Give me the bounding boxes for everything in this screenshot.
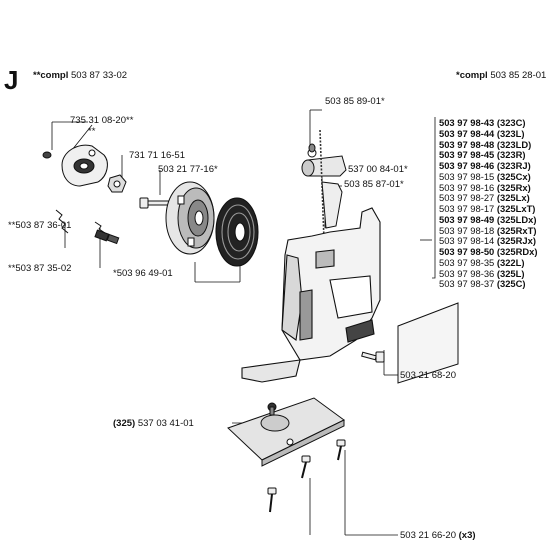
variant-row: 503 97 98-16 (325Rx)	[439, 181, 538, 194]
label-503-21-77-16: 503 21 77-16*	[158, 164, 218, 175]
variant-row: 503 97 98-37 (325C)	[439, 278, 538, 290]
variant-row: 503 97 98-15 (325Cx)	[439, 170, 538, 183]
variant-row: 503 97 98-17 (325LxT)	[439, 203, 538, 215]
variant-row: 503 97 98-35 (322L)	[439, 256, 538, 269]
variant-number: 503 97 98-36	[439, 267, 495, 279]
pawl-housing-part	[42, 144, 108, 187]
variant-number: 503 97 98-43	[439, 117, 495, 128]
variant-model: (325Lx)	[494, 192, 530, 204]
variant-model: (325RxT)	[494, 224, 537, 236]
compl-right-number: 503 85 28-01	[490, 70, 547, 81]
label-503-85-87-01: 503 85 87-01*	[344, 179, 404, 190]
variant-model: (325Cx)	[494, 170, 531, 182]
label-537-00-84-01: 537 00 84-01*	[348, 164, 408, 175]
variant-model: (323L)	[494, 127, 525, 139]
starter-housing-part	[241, 207, 381, 383]
variant-model: (323LD)	[494, 138, 532, 150]
variant-number: 503 97 98-48	[439, 138, 495, 150]
label-503-87-36-01: **503 87 36-01	[8, 220, 72, 231]
variant-list: 503 97 98-43 (323C)503 97 98-44 (323L)50…	[439, 117, 538, 290]
variant-model: (323R)	[494, 149, 526, 161]
label-2166-number: 503 21 66-20	[400, 530, 456, 541]
variant-number: 503 97 98-44	[439, 127, 495, 139]
variant-model: (325LxT)	[494, 203, 536, 214]
variant-number: 503 97 98-35	[439, 256, 495, 268]
variant-row: 503 97 98-46 (323RJ)	[439, 160, 538, 172]
variant-number: 503 97 98-49	[439, 213, 495, 225]
variant-row: 503 97 98-48 (323LD)	[439, 138, 538, 151]
plate-screws-part	[267, 439, 346, 513]
variant-row: 503 97 98-45 (323R)	[439, 149, 538, 161]
variant-number: 503 97 98-27	[439, 192, 495, 204]
variant-row: 503 97 98-50 (325RDx)	[439, 246, 538, 258]
label-325-number: 537 03 41-01	[137, 418, 194, 429]
label-503-21-68-20: 503 21 68-20	[400, 370, 456, 381]
label-503-87-35-02: **503 87 35-02	[8, 263, 72, 274]
bottom-plate-part	[227, 397, 345, 467]
label-537-03-41-01: (325) 537 03 41-01	[113, 418, 194, 429]
label-503-21-66-20: 503 21 66-20 (x3)	[400, 530, 476, 541]
variant-number: 503 97 98-15	[439, 170, 495, 182]
variant-number: 503 97 98-46	[439, 160, 495, 171]
label-503-96-49-01: *503 96 49-01	[113, 268, 173, 279]
variant-number: 503 97 98-45	[439, 149, 495, 161]
variant-number: 503 97 98-17	[439, 203, 495, 214]
starter-handle-part	[301, 129, 347, 241]
compl-right-label: *compl 503 85 28-01	[456, 70, 546, 81]
variant-model: (322L)	[494, 256, 525, 268]
bolt-part	[139, 197, 171, 209]
variant-model: (325LDx)	[494, 213, 537, 225]
variant-model: (325RJx)	[494, 235, 536, 247]
section-letter: J	[4, 65, 19, 95]
variant-number: 503 97 98-14	[439, 235, 495, 247]
label-2166-suffix: (x3)	[458, 530, 476, 541]
housing-screw-part	[361, 351, 385, 363]
variant-row: 503 97 98-36 (325L)	[439, 267, 538, 280]
variant-model: (325C)	[494, 278, 526, 290]
variant-model: (325Rx)	[494, 181, 531, 193]
variant-row: 503 97 98-18 (325RxT)	[439, 224, 538, 237]
compl-left-prefix: **compl	[33, 70, 69, 81]
variants-bracket	[432, 117, 436, 279]
variant-row: 503 97 98-14 (325RJx)	[439, 235, 538, 247]
variant-model: (325L)	[494, 267, 525, 279]
starter-pulley-part	[165, 181, 215, 255]
compl-right-prefix: *compl	[456, 70, 488, 81]
pawl-spring-part	[55, 209, 120, 245]
leader-735b	[71, 124, 93, 151]
label-503-85-89-01: 503 85 89-01*	[325, 96, 385, 107]
label-735-marker: **	[88, 126, 96, 137]
variant-number: 503 97 98-37	[439, 278, 495, 290]
variant-row: 503 97 98-49 (325LDx)	[439, 213, 538, 226]
variant-model: (325RDx)	[494, 246, 538, 257]
nut-part	[107, 174, 127, 193]
variant-model: (323RJ)	[494, 160, 531, 171]
variant-row: 503 97 98-27 (325Lx)	[439, 192, 538, 204]
decal-part	[397, 302, 459, 384]
variant-row: 503 97 98-44 (323L)	[439, 127, 538, 140]
variant-number: 503 97 98-50	[439, 246, 495, 257]
variant-model: (323C)	[494, 117, 526, 128]
variant-number: 503 97 98-16	[439, 181, 495, 193]
label-735-31-08-20: 735 31 08-20**	[70, 115, 134, 126]
recoil-spring-part	[215, 197, 259, 267]
label-731-71-16-51: 731 71 16-51	[129, 150, 185, 161]
label-325-prefix: (325)	[113, 418, 136, 429]
compl-left-label: **compl 503 87 33-02	[33, 70, 127, 81]
compl-left-number: 503 87 33-02	[71, 70, 128, 81]
variant-number: 503 97 98-18	[439, 224, 495, 236]
variant-row: 503 97 98-43 (323C)	[439, 117, 538, 129]
